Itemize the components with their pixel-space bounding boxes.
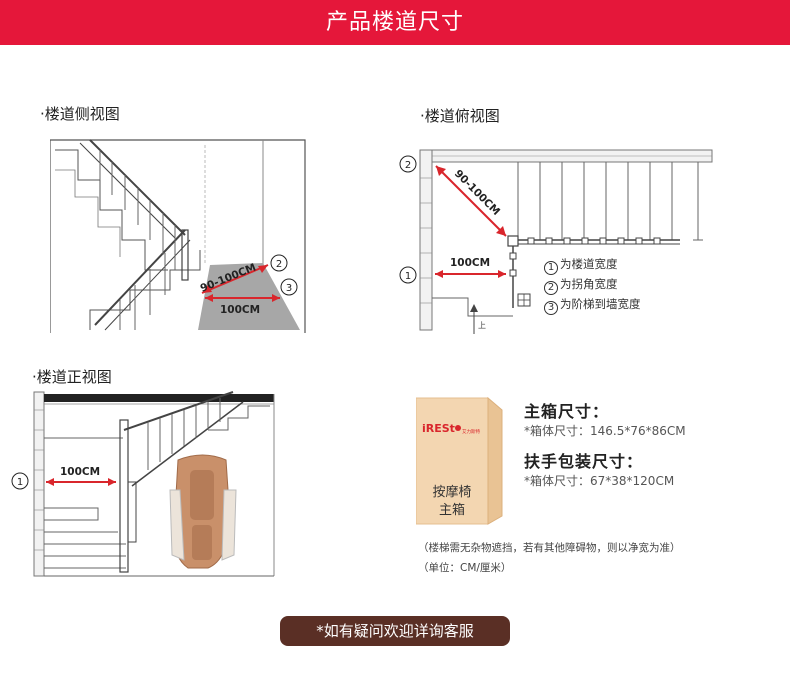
box-brand-sub: 艾力斯特 [462, 428, 480, 435]
side-mark-2: 2 [276, 259, 282, 270]
side-view-diagram: 90-100CM 100CM 2 3 [50, 139, 306, 333]
side-mark-3: 3 [286, 283, 292, 294]
up-mark: 上 [478, 321, 486, 330]
armrest-box-title: 扶手包装尺寸： [524, 452, 644, 471]
front-width-dim: 100CM [60, 466, 100, 478]
side-view-label: ·楼道侧视图 [40, 105, 120, 123]
main-box-title: 主箱尺寸： [524, 402, 610, 421]
top-mark-1: 1 [405, 271, 411, 282]
top-width-dim: 100CM [450, 257, 490, 269]
main-box-size: *箱体尺寸：146.5*76*86CM [524, 424, 686, 438]
top-diag-dim: 90-100CM [452, 168, 502, 218]
front-view-diagram: 100CM 1 [11, 391, 275, 577]
box-label: 按摩椅 主箱 [432, 485, 472, 518]
header-banner [0, 0, 790, 45]
front-mark-1: 1 [17, 477, 23, 488]
front-view-label: ·楼道正视图 [32, 368, 112, 386]
obstacle-note: （楼梯需无杂物遮挡，若有其他障碍物，则以净宽为准） [418, 542, 681, 554]
unit-note: （单位：CM/厘米） [418, 562, 512, 574]
contact-service-button[interactable]: *如有疑问欢迎详询客服 [280, 616, 510, 646]
top-view-label: ·楼道俯视图 [420, 107, 500, 125]
top-view-diagram: 90-100CM 100CM 2 1 上 [399, 149, 713, 334]
page-title: 产品楼道尺寸 [325, 10, 464, 35]
box-brand: iRESt [422, 422, 455, 435]
side-width-dim: 100CM [220, 304, 260, 316]
shipping-box-image: iRESt 艾力斯特 [416, 396, 503, 525]
top-mark-2: 2 [405, 160, 411, 171]
massage-chair-image [169, 454, 237, 569]
armrest-box-size: *箱体尺寸：67*38*120CM [524, 474, 675, 488]
